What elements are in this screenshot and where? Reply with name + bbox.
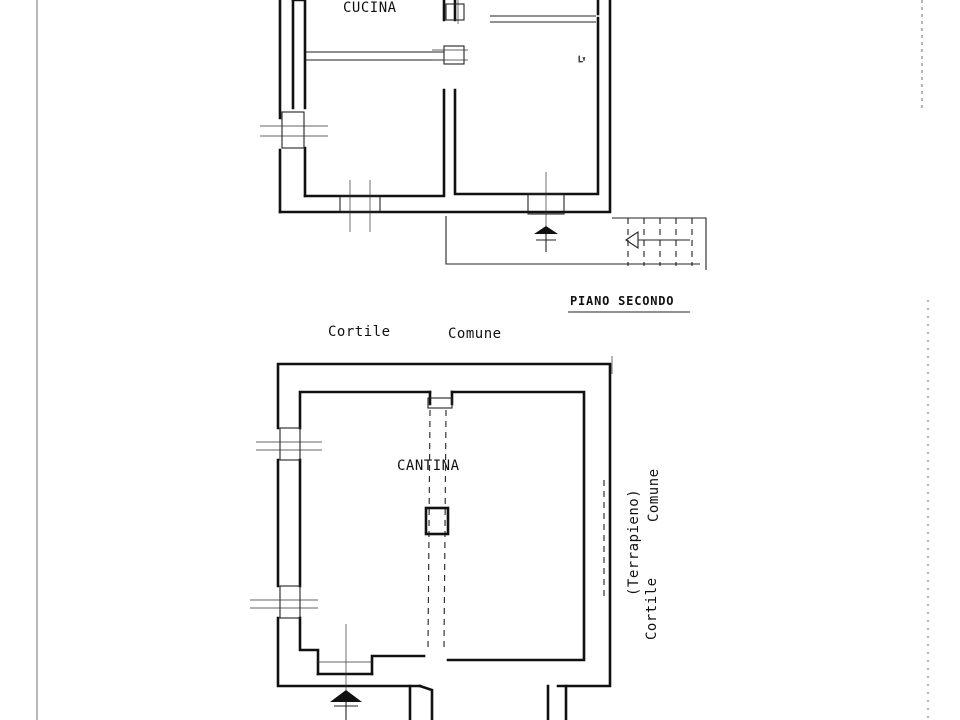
- room-label-cantina: CANTINA: [397, 458, 460, 474]
- label-terrapieno-side: (Terrapieno): [626, 489, 642, 596]
- cellar-partition-dashed-left: [427, 409, 431, 649]
- lower-window-lower: [250, 585, 318, 619]
- lower-entrance: [318, 624, 372, 720]
- upper-bottom-wall: [278, 0, 612, 214]
- cellar-partition-dashed-right: [443, 409, 447, 649]
- lower-bottom-structure: [408, 684, 434, 720]
- outer-staircase: [612, 217, 707, 270]
- upper-bottom-inner-wall: [303, 16, 600, 198]
- upper-floor-plan: Lᵞ CUCINA PIANO SECONDO: [260, 0, 707, 313]
- room-label-cucina: CUCINA: [343, 0, 397, 16]
- upper-site-boundary: [445, 216, 700, 265]
- upper-door-top: [445, 0, 465, 24]
- kitchen-right-wall: [442, 0, 457, 22]
- label-cortile-top: Cortile: [328, 324, 391, 340]
- lower-outer-wall: [276, 362, 612, 688]
- upper-entrance-bottom: [527, 172, 565, 252]
- label-comune-side: Comune: [646, 468, 662, 522]
- upper-right-room-wall: [490, 15, 596, 23]
- upper-window-bottom: [339, 180, 381, 232]
- cellar-pillar: [424, 506, 450, 536]
- label-comune-top: Comune: [448, 326, 502, 342]
- upper-small-mark: Lᵞ: [578, 55, 586, 64]
- lower-inner-bottom-wall: [370, 654, 426, 676]
- upper-inner-left-wall: [291, 0, 307, 198]
- upper-left-wall-thick: [291, 0, 307, 110]
- lower-floor-plan: CANTINA: [250, 356, 613, 720]
- lower-inner-wall: [298, 390, 586, 676]
- kitchen-top-wall: [305, 51, 444, 61]
- cellar-partition-door-top: [427, 397, 453, 409]
- lower-bottom-structure-right: [546, 684, 568, 720]
- upper-door-kitchen: [432, 45, 468, 65]
- lower-window-upper: [256, 427, 322, 461]
- label-cortile-side: Cortile: [644, 577, 660, 640]
- floor-title-piano-secondo: PIANO SECONDO: [570, 294, 674, 308]
- upper-window-left: [260, 111, 328, 149]
